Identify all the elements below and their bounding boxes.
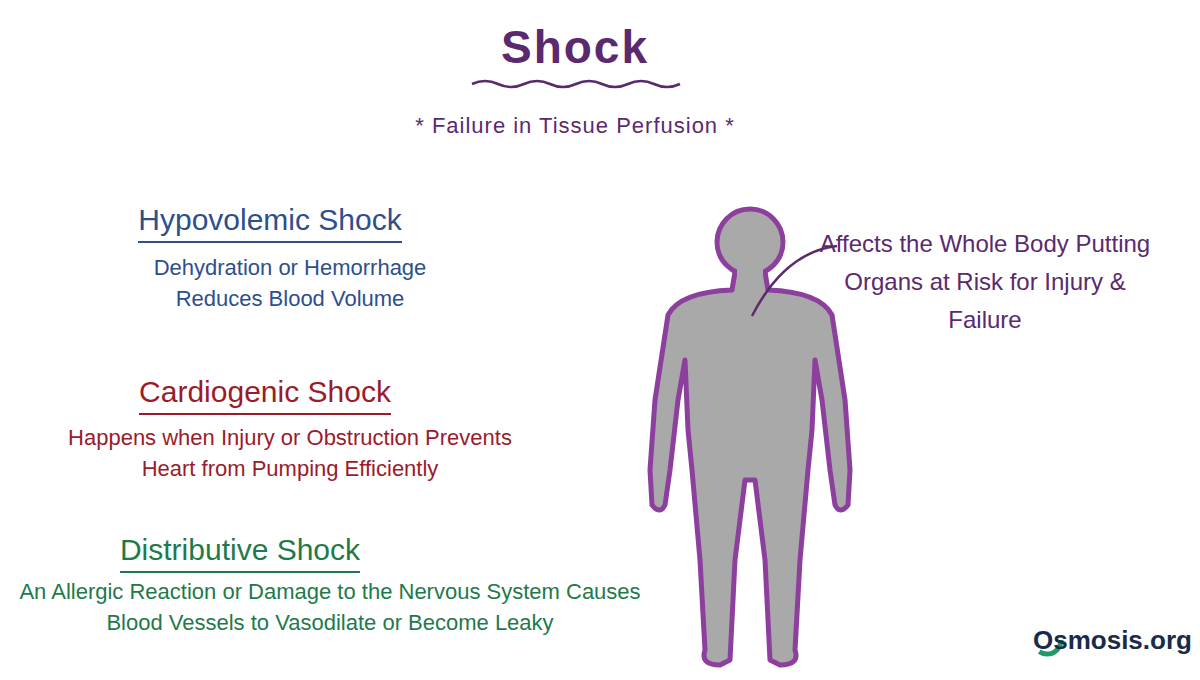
logo-text: Osmosis.org	[1033, 624, 1192, 658]
section-heading: Distributive Shock	[120, 530, 360, 573]
section-body: An Allergic Reaction or Damage to the Ne…	[10, 576, 650, 638]
section-heading: Cardiogenic Shock	[139, 372, 391, 415]
section-body: Dehydration or Hemorrhage Reduces Blood …	[120, 252, 460, 314]
head-silhouette	[717, 209, 783, 275]
title: Shock	[501, 18, 649, 78]
section-body: Happens when Injury or Obstruction Preve…	[55, 422, 525, 484]
wavy-underline	[472, 81, 680, 87]
neck-fill	[737, 268, 763, 292]
section-heading: Hypovolemic Shock	[138, 200, 401, 243]
subtitle: * Failure in Tissue Perfusion *	[415, 112, 735, 141]
body-silhouette	[650, 272, 850, 665]
callout-text: Affects the Whole Body Putting Organs at…	[815, 225, 1155, 339]
